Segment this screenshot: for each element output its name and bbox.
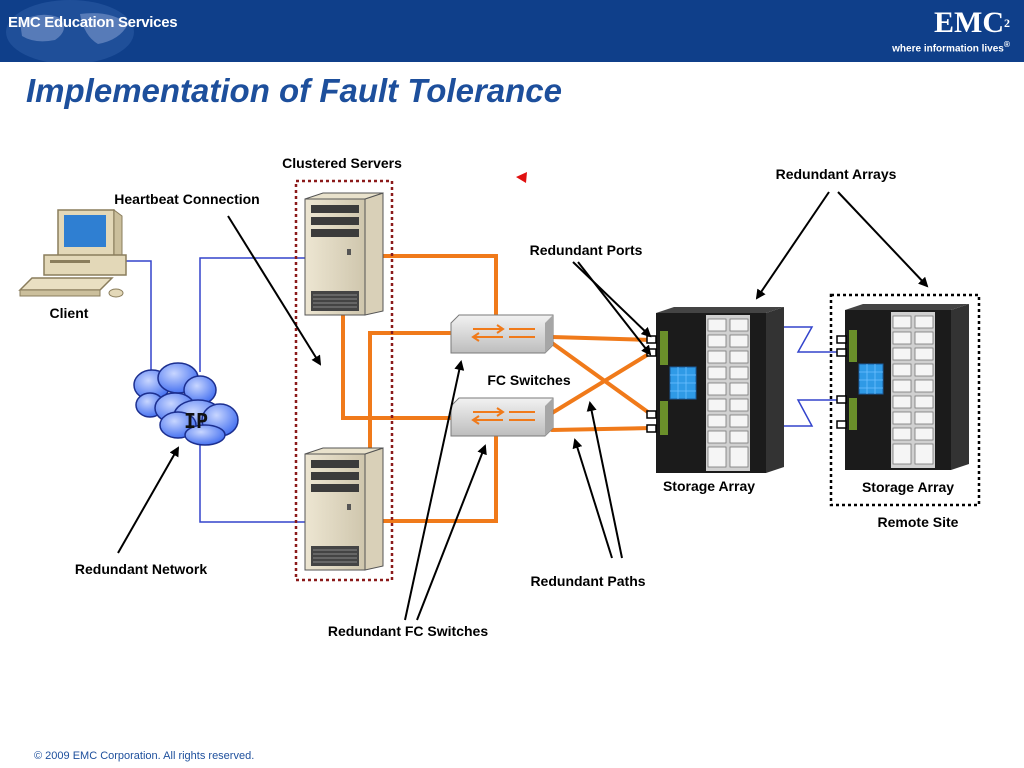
client-ip-link bbox=[126, 260, 152, 372]
globe-icon bbox=[6, 0, 134, 62]
label-storage-array-local: Storage Array bbox=[663, 478, 755, 494]
fc-link-s1-sw1 bbox=[378, 254, 498, 327]
callout-arrows bbox=[117, 191, 929, 621]
label-fc-switches: FC Switches bbox=[487, 372, 570, 388]
ip-server1-link bbox=[199, 257, 310, 372]
header-bar: EMC Education Services EMC2 where inform… bbox=[0, 0, 1024, 62]
emc-logo: EMC2 where information lives® bbox=[892, 6, 1010, 55]
brand-left: EMC Education Services bbox=[8, 14, 178, 31]
label-redundant-paths: Redundant Paths bbox=[530, 573, 645, 589]
fc-switch-icon bbox=[450, 397, 554, 437]
arrow-fc-switch-2 bbox=[416, 444, 487, 621]
arrow-heartbeat bbox=[227, 215, 322, 366]
label-clustered-servers: Clustered Servers bbox=[282, 155, 402, 171]
ip-links bbox=[126, 257, 837, 523]
replication-link-bottom bbox=[783, 399, 837, 427]
storage-array-icon bbox=[656, 307, 784, 473]
storage-array-icon bbox=[845, 304, 969, 470]
arrow-fc-switch-1 bbox=[404, 360, 465, 621]
arrow-array-local bbox=[755, 191, 830, 300]
label-redundant-network: Redundant Network bbox=[75, 561, 207, 577]
arrow-port-1 bbox=[572, 261, 652, 338]
cluster-boundary bbox=[294, 179, 394, 582]
pointer-icon bbox=[516, 172, 527, 183]
label-redundant-arrays: Redundant Arrays bbox=[776, 166, 897, 182]
fc-link-sw2-port4 bbox=[550, 426, 654, 432]
fc-link-sw1-port1 bbox=[550, 335, 654, 342]
label-remote-site: Remote Site bbox=[878, 514, 959, 530]
remote-site-boundary bbox=[829, 293, 981, 507]
label-heartbeat: Heartbeat Connection bbox=[114, 191, 259, 207]
footer-copyright: © 2009 EMC Corporation. All rights reser… bbox=[34, 750, 255, 762]
ip-cloud-icon bbox=[133, 362, 239, 446]
ip-server2-link bbox=[199, 440, 310, 523]
page-title: Implementation of Fault Tolerance bbox=[26, 72, 563, 109]
remote-ports bbox=[836, 335, 847, 429]
fc-switch-icon bbox=[450, 314, 554, 354]
arrow-port-2 bbox=[577, 261, 652, 356]
replication-link-top bbox=[783, 326, 837, 353]
label-storage-array-remote: Storage Array bbox=[862, 479, 954, 495]
server-icon bbox=[304, 192, 384, 316]
ip-label: IP bbox=[184, 409, 208, 433]
fc-link-sw1-port3 bbox=[550, 341, 654, 417]
client-computer-icon bbox=[18, 209, 127, 298]
arrow-array-remote bbox=[837, 191, 929, 288]
fc-links bbox=[341, 254, 654, 523]
arrow-path-1 bbox=[572, 438, 613, 559]
label-redundant-ports: Redundant Ports bbox=[530, 242, 643, 258]
arrow-redundant-network bbox=[117, 446, 179, 554]
fc-link-s2-sw2 bbox=[378, 433, 498, 523]
fc-link-s1-sw2 bbox=[341, 314, 458, 420]
fc-link-s2-sw1 bbox=[368, 331, 458, 450]
fc-link-sw2-port2 bbox=[550, 350, 654, 415]
label-redundant-fc-switches: Redundant FC Switches bbox=[328, 623, 488, 639]
label-client: Client bbox=[50, 305, 89, 321]
server-icon bbox=[304, 447, 384, 571]
arrow-path-2 bbox=[586, 401, 623, 559]
